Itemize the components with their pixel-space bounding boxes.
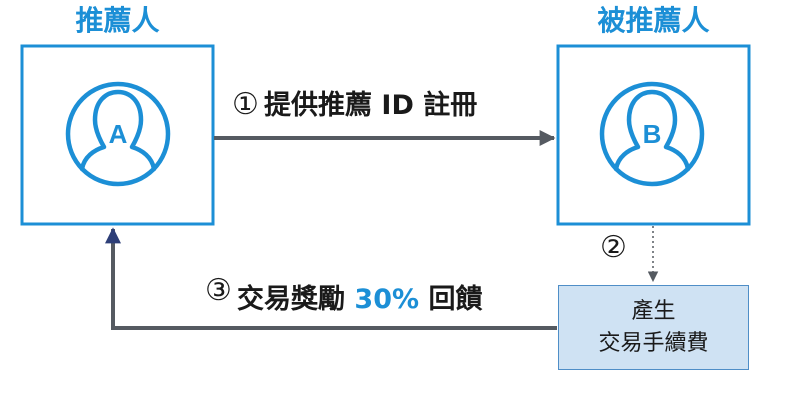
referrer-box <box>20 44 215 226</box>
step1-text: 提供推薦 ID 註冊 <box>264 90 478 121</box>
referee-title: 被推薦人 <box>597 4 710 37</box>
referee-box <box>556 44 751 226</box>
step3-text-before: 交易獎勵 <box>237 284 355 315</box>
referee-avatar-letter: B <box>643 119 662 149</box>
reward-arrow <box>105 227 557 330</box>
step1-label: ① 提供推薦 ID 註冊 <box>232 90 477 120</box>
person-avatar-icon: A <box>65 81 171 187</box>
person-avatar-icon: B <box>599 81 705 187</box>
fee-box-line2: 交易手續費 <box>598 330 709 356</box>
step2-number: ② <box>600 230 627 265</box>
step3-highlight: 30% <box>354 284 420 315</box>
fee-box: 產生 交易手續費 <box>558 285 749 370</box>
fee-box-line1: 產生 <box>631 298 676 324</box>
step1-number: ① <box>232 87 259 122</box>
referrer-title: 推薦人 <box>75 4 160 37</box>
step3-label: ③ 交易獎勵 30% 回饋 <box>205 276 483 315</box>
step3-number: ③ <box>205 273 232 308</box>
step3-text-after: 回饋 <box>419 284 483 315</box>
referrer-avatar-letter: A <box>109 119 128 149</box>
